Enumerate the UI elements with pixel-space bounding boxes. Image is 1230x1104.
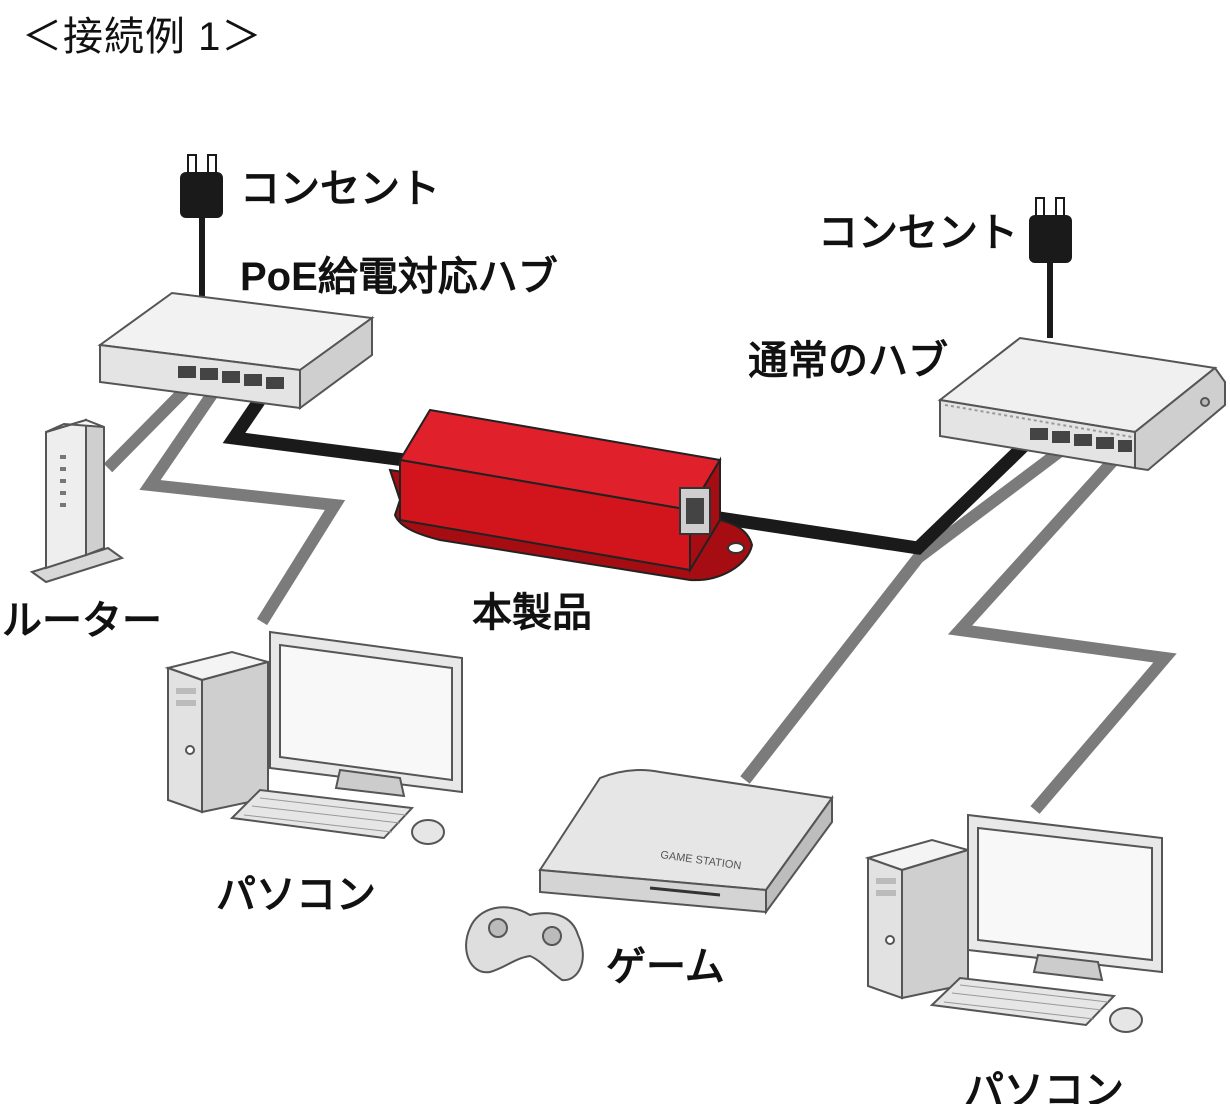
cable-poe-hub-to-router: [103, 385, 190, 473]
label-normal-hub: 通常のハブ: [748, 339, 948, 383]
lan-cables: [103, 385, 1177, 814]
label-poe-hub: PoE給電対応ハブ: [240, 255, 558, 299]
plug-icon: [1029, 215, 1072, 263]
outlet-plug-left: [180, 154, 223, 300]
plug-icon: [180, 172, 223, 218]
poe-hub-device: [97, 291, 375, 410]
label-outlet-left: コンセント: [240, 167, 440, 211]
pc-right-device: [864, 813, 1163, 1033]
label-router: ルーター: [2, 599, 162, 643]
label-pc-right: パソコン: [964, 1069, 1124, 1104]
game-console-device: GAME STATION: [538, 769, 834, 916]
normal-hub-device: [937, 336, 1226, 472]
router-device: [29, 418, 125, 584]
label-outlet-right: コンセント: [818, 211, 1018, 255]
poe-cables: [222, 384, 1035, 555]
gamepad-icon: [465, 906, 584, 982]
cable-normal-hub-to-pc-right: [947, 435, 1177, 814]
label-product: 本製品: [472, 591, 592, 635]
outlet-plug-right: [1029, 197, 1072, 338]
cable-normal-hub-to-game: [740, 435, 1079, 784]
cable-poe-hub-to-pc-left: [139, 386, 346, 626]
product-device: [388, 408, 754, 582]
label-pc-left: パソコン: [216, 873, 376, 917]
diagram-title: ＜接続例 1＞: [22, 15, 263, 59]
label-game: ゲーム: [606, 945, 725, 989]
cable-poe-hub-to-product: [222, 384, 421, 469]
cable-product-to-normal-hub: [699, 435, 1035, 555]
pc-left-device: [164, 630, 463, 845]
